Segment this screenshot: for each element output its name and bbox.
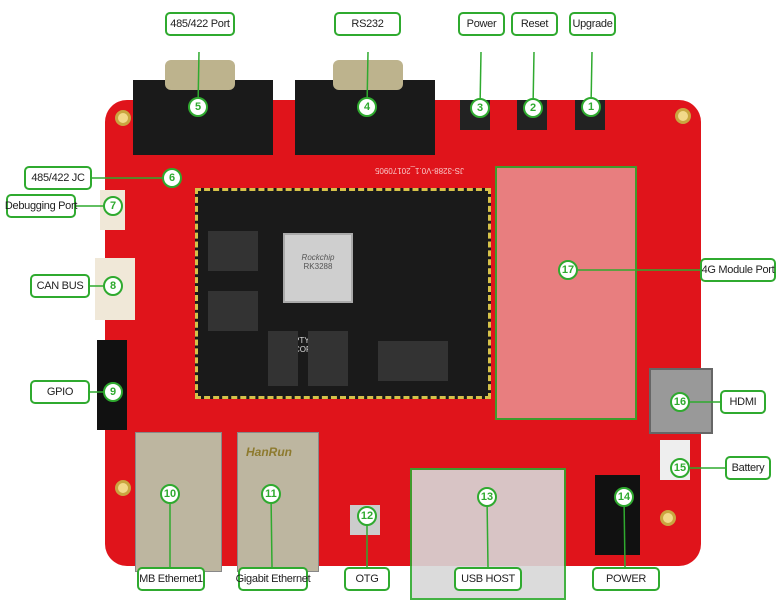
4g-module-slot	[495, 166, 637, 420]
label-power: POWER	[592, 567, 660, 591]
memory-chip	[208, 231, 258, 271]
marker-14: 14	[614, 487, 634, 507]
mount-hole	[675, 108, 691, 124]
marker-17: 17	[558, 260, 578, 280]
ethernet-jack-2: HanRun	[237, 432, 319, 572]
mount-hole	[115, 480, 131, 496]
label-usb-host: USB HOST	[454, 567, 522, 591]
chip-brand: Rockchip	[301, 253, 335, 262]
label-otg: OTG	[344, 567, 390, 591]
marker-11: 11	[261, 484, 281, 504]
marker-10: 10	[160, 484, 180, 504]
memory-chip	[308, 331, 348, 386]
db9-485	[133, 80, 273, 155]
memory-chip	[208, 291, 258, 331]
emmc-chip	[378, 341, 448, 381]
mount-hole	[660, 510, 676, 526]
label-battery: Battery	[725, 456, 771, 480]
label-power-key: Power	[458, 12, 505, 36]
marker-15: 15	[670, 458, 690, 478]
eth-brand: HanRun	[246, 445, 292, 459]
label-gigabit-ethernet: Gigabit Ethernet	[236, 567, 311, 591]
label-debugging-port: Debugging Port	[5, 194, 77, 218]
label-can-bus: CAN BUS	[30, 274, 90, 298]
cpu-chip: Rockchip RK3288	[283, 233, 353, 303]
core-module: Rockchip RK3288 PTY3288 CORE	[195, 188, 491, 399]
label-gpio: GPIO	[30, 380, 90, 404]
label-485-422-jc: 485/422 JC	[24, 166, 92, 190]
marker-5: 5	[188, 97, 208, 117]
marker-7: 7	[103, 196, 123, 216]
marker-6: 6	[162, 168, 182, 188]
db9-shell	[165, 60, 235, 90]
marker-4: 4	[357, 97, 377, 117]
chip-model: RK3288	[303, 262, 333, 271]
label-reset: Reset	[511, 12, 558, 36]
marker-9: 9	[103, 382, 123, 402]
label-upgrade: Upgrade	[569, 12, 616, 36]
label-485-422-port: 485/422 Port	[165, 12, 235, 36]
marker-2: 2	[523, 98, 543, 118]
label-rs232: RS232	[334, 12, 401, 36]
marker-8: 8	[103, 276, 123, 296]
pcb-board: Rockchip RK3288 PTY3288 CORE JS-3288-V0.…	[95, 80, 713, 600]
marker-13: 13	[477, 487, 497, 507]
marker-16: 16	[670, 392, 690, 412]
label-hdmi: HDMI	[720, 390, 766, 414]
marker-1: 1	[581, 97, 601, 117]
db9-rs232	[295, 80, 435, 155]
label-mb-ethernet1: MB Ethernet1	[137, 567, 205, 591]
label-4g-module-port: 4G Module Port	[700, 258, 776, 282]
ethernet-jack-1	[135, 432, 222, 572]
memory-chip	[268, 331, 298, 386]
mount-hole	[115, 110, 131, 126]
marker-3: 3	[470, 98, 490, 118]
marker-12: 12	[357, 506, 377, 526]
